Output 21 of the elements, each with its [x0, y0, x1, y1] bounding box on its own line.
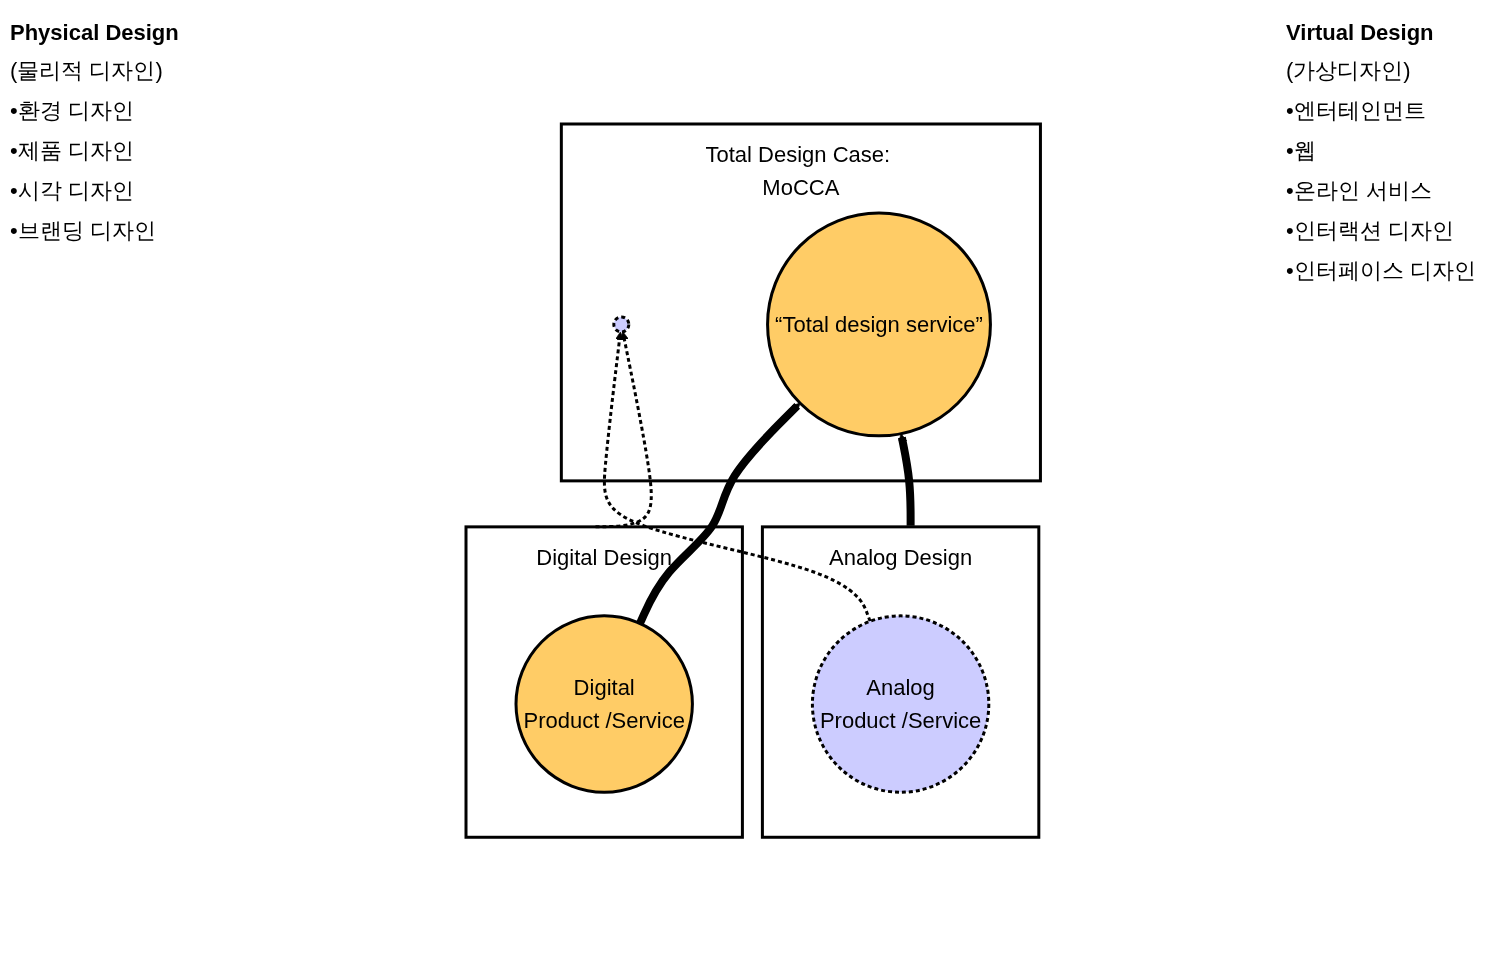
bullet-item: •인터페이스 디자인 [1286, 257, 1477, 285]
node-circle: Analog Product /Service [810, 614, 991, 795]
bullet-item: •웹 [1286, 137, 1317, 165]
bullet-item: •온라인 서비스 [1286, 177, 1433, 205]
arrow [602, 331, 872, 623]
design-label: (물리적 디자인) [10, 57, 164, 85]
bullet-item: •엔터테인먼트 [1286, 97, 1427, 125]
bullet-item: •인터랙션 디자인 [1286, 217, 1455, 245]
bullet-item: •제품 디자인 [10, 137, 135, 165]
design-label: Physical Design [10, 20, 180, 46]
arrow [897, 433, 915, 527]
design-label: Virtual Design [1286, 20, 1435, 46]
arrow [595, 331, 653, 529]
node-circle [612, 315, 631, 334]
node-circle: “Total design service” [765, 211, 992, 438]
bullet-item: •환경 디자인 [10, 97, 135, 125]
bullet-item: •시각 디자인 [10, 177, 135, 205]
arrow [636, 403, 801, 626]
design-label: (가상디자인) [1286, 57, 1412, 85]
node-circle: Digital Product /Service [514, 614, 694, 795]
bullet-item: •브랜딩 디자인 [10, 217, 157, 245]
